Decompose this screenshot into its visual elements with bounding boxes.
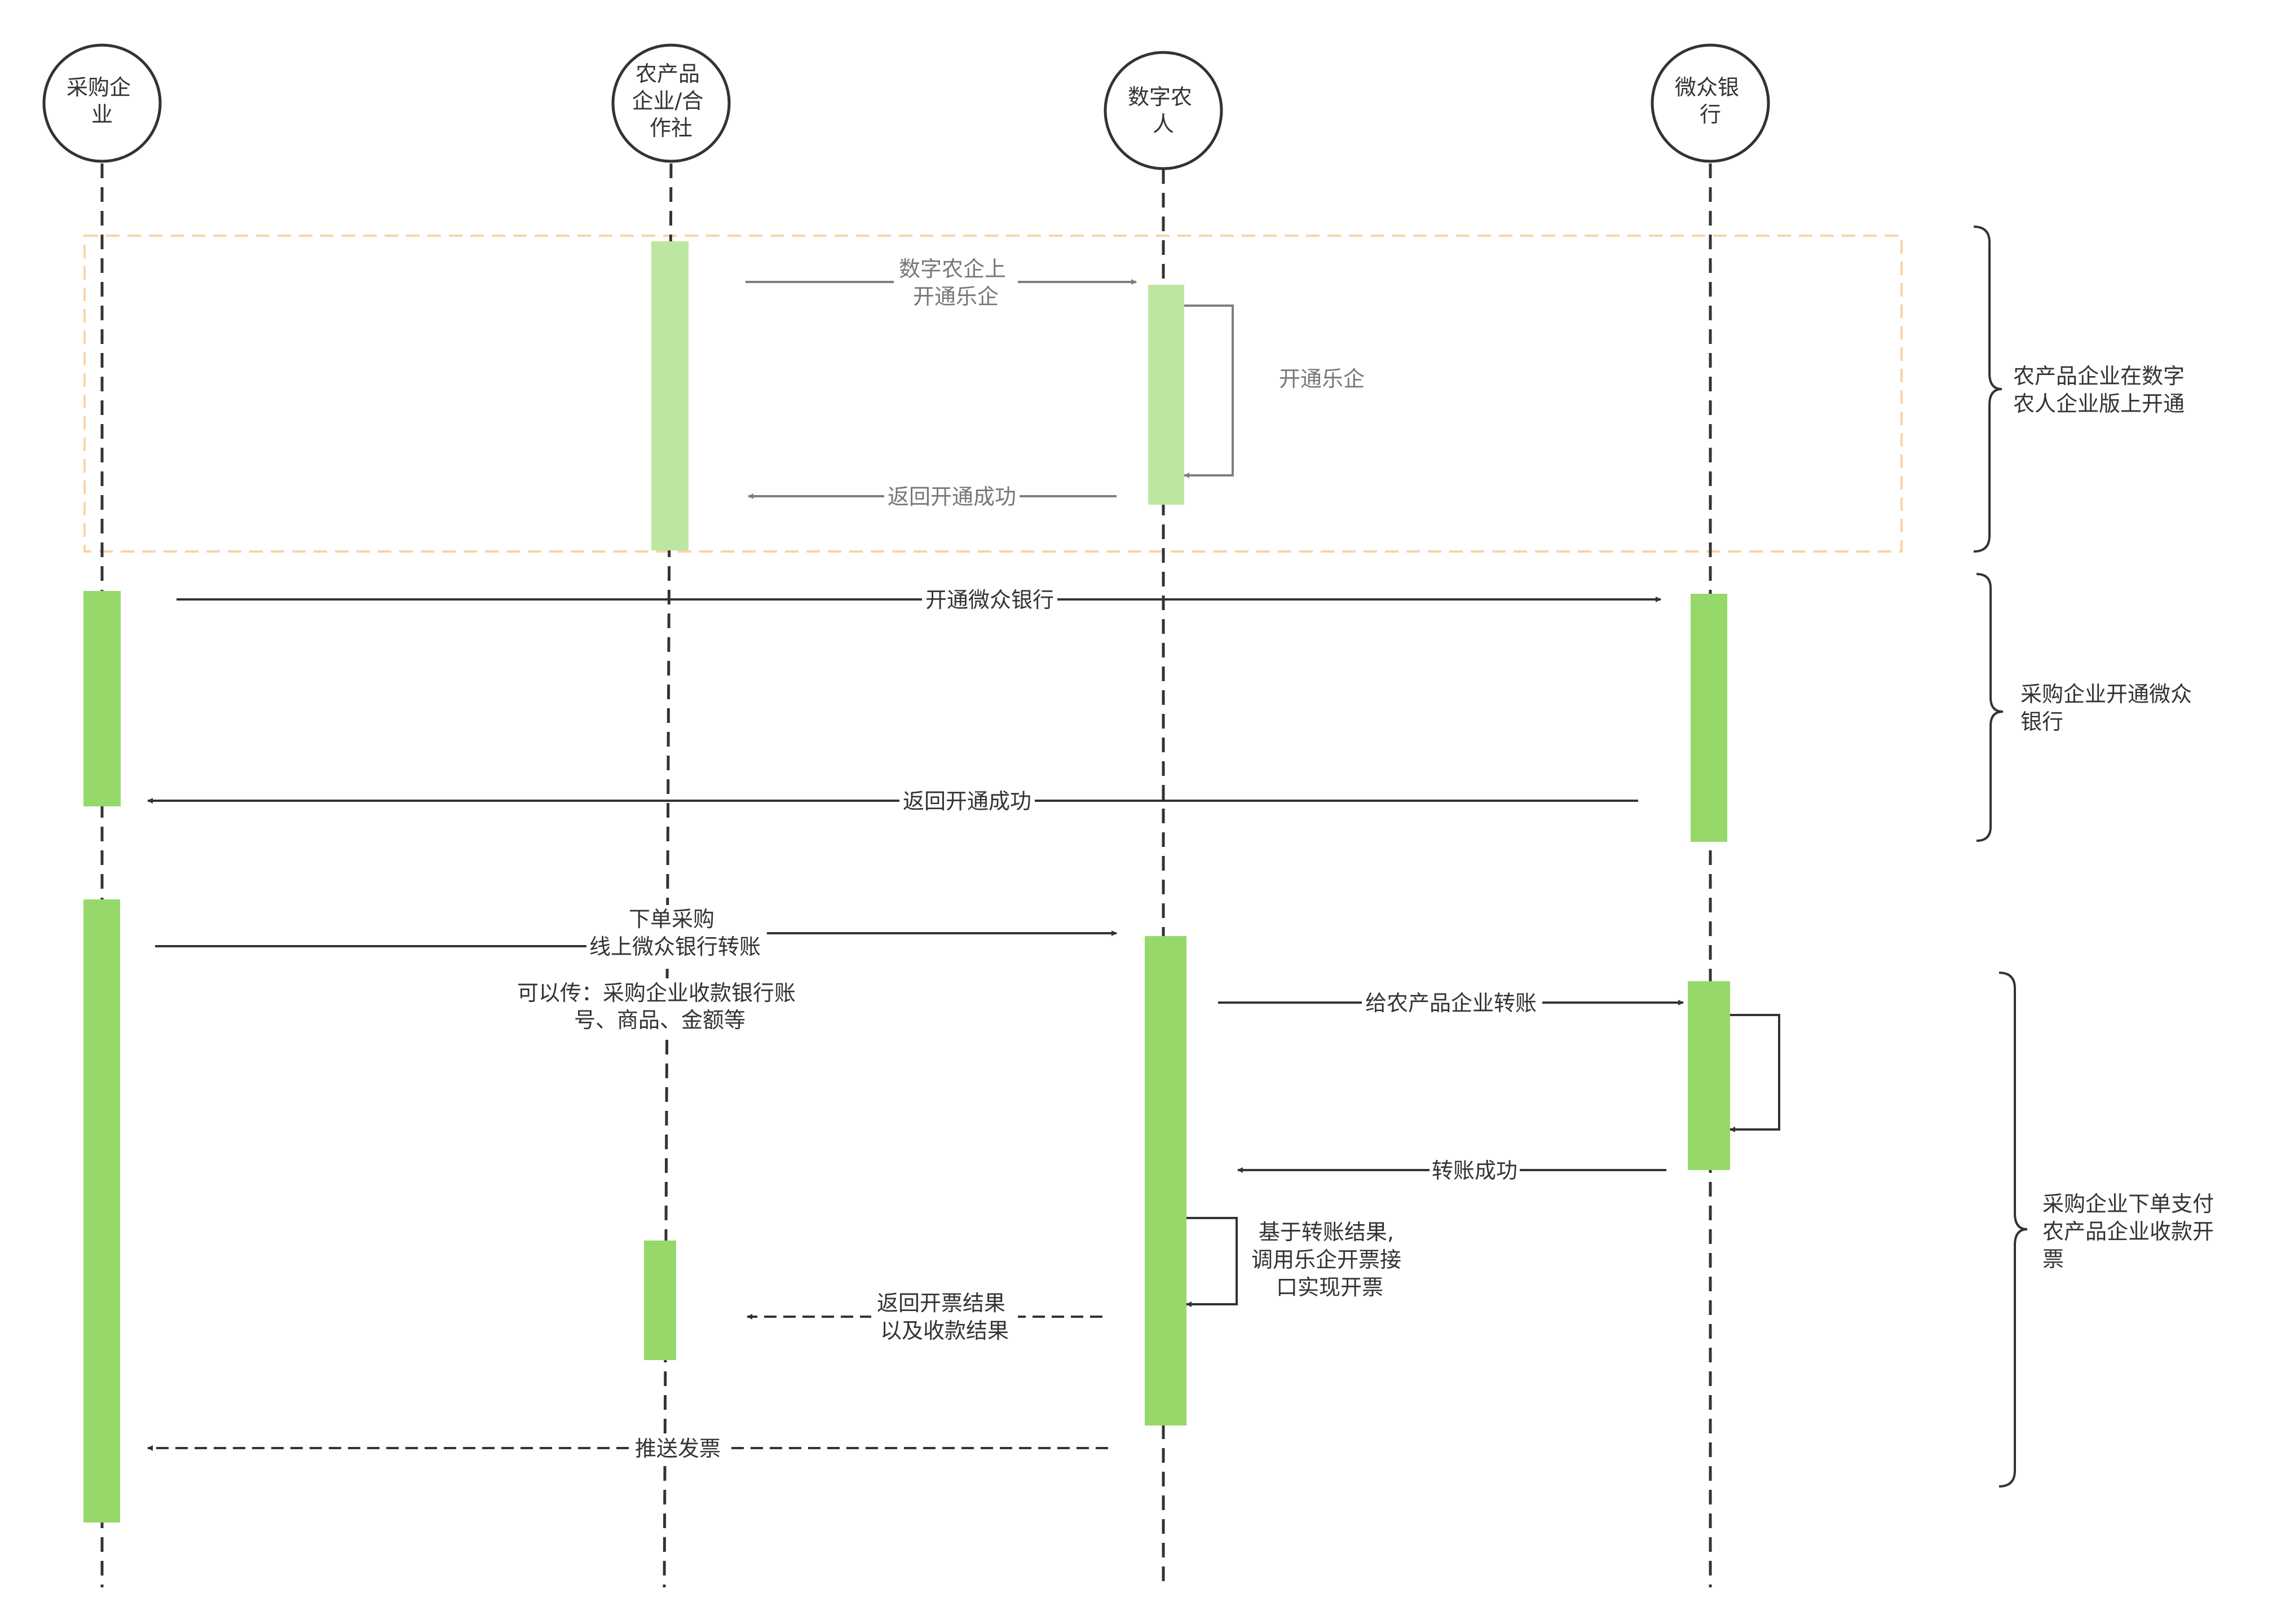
message-label: 数字农企上 开通乐企: [899, 257, 1013, 309]
lifelines: [100, 163, 1712, 1588]
message-label: 基于转账结果, 调用乐企开票接 口实现开票: [1251, 1220, 1408, 1300]
activation-bars: [83, 241, 1730, 1522]
label-bg: [1362, 988, 1542, 1017]
activation-bar: [651, 241, 689, 550]
note-label: 可以传：采购企业收款银行账 号、商品、金额等: [517, 981, 802, 1032]
phase-label: 采购企业下单支付 农产品企业收款开 票: [2042, 1191, 2221, 1272]
message-label: 转账成功: [1432, 1158, 1517, 1183]
label-bg: [586, 905, 767, 961]
self-message-arrow: [1186, 1217, 1238, 1307]
activation-bar: [83, 591, 121, 806]
message-label: 返回开通成功: [888, 484, 1016, 509]
phase-label: 农产品企业在数字 农人企业版上开通: [2013, 364, 2191, 416]
actor-bank: 微众银 行: [1651, 43, 1770, 163]
actor-buyer: 采购企 业: [42, 43, 162, 163]
phase-bracket: [1999, 972, 2028, 1488]
phase-bracket: [1973, 226, 2002, 553]
self-message-arrow: [1184, 304, 1234, 478]
activation-bar: [1148, 285, 1184, 505]
message-label: 返回开票结果 以及收款结果: [877, 1291, 1012, 1343]
actor-circle: [42, 43, 162, 163]
phase-bracket: [1976, 573, 2004, 842]
phase-frame: [83, 235, 1903, 553]
phase-label: 采购企业开通微众 银行: [2020, 682, 2199, 734]
label-bg: [884, 482, 1020, 510]
label-bg: [632, 1434, 725, 1462]
activation-bar: [83, 899, 120, 1522]
actor-label: 采购企 业: [67, 75, 138, 127]
actor-circle: [611, 43, 731, 163]
message-label: 返回开通成功: [903, 789, 1031, 814]
actor-circle: [1651, 43, 1770, 163]
label-bg: [899, 787, 1035, 815]
activation-bar: [1691, 594, 1727, 842]
actor-digital: 数字农 人: [1104, 51, 1223, 170]
message-label: 开通微众银行: [925, 588, 1054, 612]
actor-label: 微众银 行: [1675, 75, 1746, 127]
message-label: 下单采购 线上微众银行转账: [589, 907, 761, 959]
message-label: 开通乐企: [1279, 367, 1365, 391]
label-bg: [894, 255, 1018, 312]
self-message-arrow: [1730, 1014, 1780, 1132]
actor-farm: 农产品 企业/合 作社: [611, 43, 731, 163]
actor-circle: [1104, 51, 1223, 170]
activation-bar: [1688, 981, 1730, 1170]
actor-label: 数字农 人: [1128, 85, 1199, 136]
activation-bar: [644, 1241, 676, 1360]
message-label: 给农产品企业转账: [1365, 991, 1537, 1016]
note-bg: [513, 978, 806, 1035]
label-bg: [922, 585, 1057, 614]
label-bg: [871, 1288, 1018, 1345]
message-label: 推送发票: [635, 1436, 721, 1461]
activation-bar: [1145, 936, 1186, 1426]
actor-label: 农产品 企业/合 作社: [632, 61, 711, 140]
label-bg: [1430, 1156, 1520, 1184]
